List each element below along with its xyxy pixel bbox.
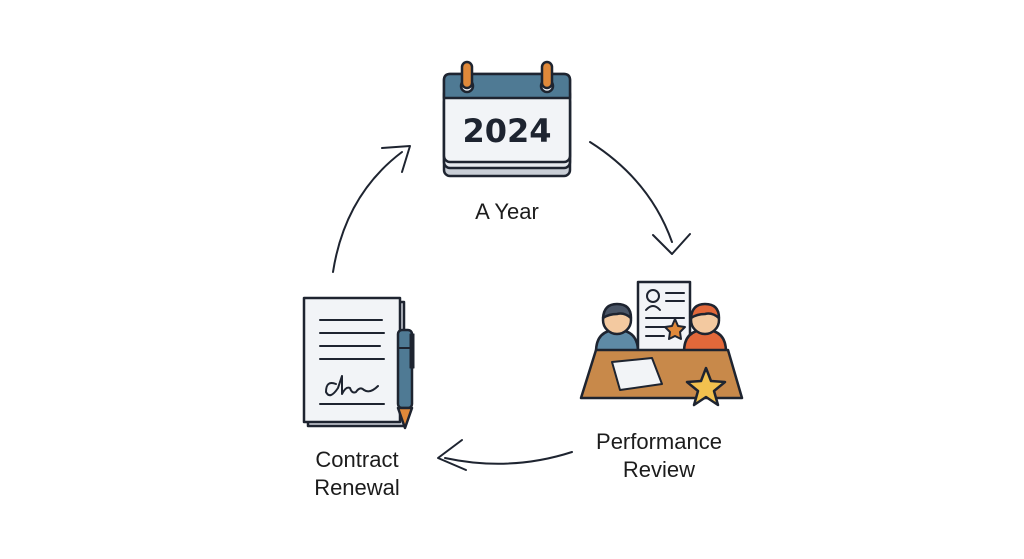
label-contract-renewal-line-2: Renewal <box>314 475 400 500</box>
small-star-icon <box>664 318 686 340</box>
performance-review-icon <box>579 280 744 407</box>
label-a-year-text: A Year <box>475 199 539 224</box>
person-left-icon <box>594 302 640 354</box>
arrow-renewal-to-year <box>332 145 411 273</box>
label-contract-renewal-line-1: Contract <box>315 447 399 472</box>
contract-signing-icon <box>302 296 415 430</box>
arrow-year-to-review <box>589 141 691 255</box>
desk-icon <box>579 348 744 400</box>
big-star-icon <box>685 366 727 407</box>
label-a-year: A Year <box>447 198 567 226</box>
resume-document-icon <box>636 280 692 360</box>
signature-icon <box>325 375 379 397</box>
contract-document-icon <box>302 296 406 428</box>
label-performance-review: Performance Review <box>570 428 748 484</box>
person-right-icon <box>682 302 728 354</box>
pen-icon <box>396 328 415 430</box>
calendar-year-text: 2024 <box>462 112 551 150</box>
calendar-icon: 2024 <box>442 60 572 178</box>
label-contract-renewal: Contract Renewal <box>282 446 432 502</box>
cycle-arrows <box>332 141 691 471</box>
label-performance-review-line-1: Performance <box>596 429 722 454</box>
arrow-review-to-renewal <box>437 439 573 471</box>
label-performance-review-line-2: Review <box>622 457 696 482</box>
